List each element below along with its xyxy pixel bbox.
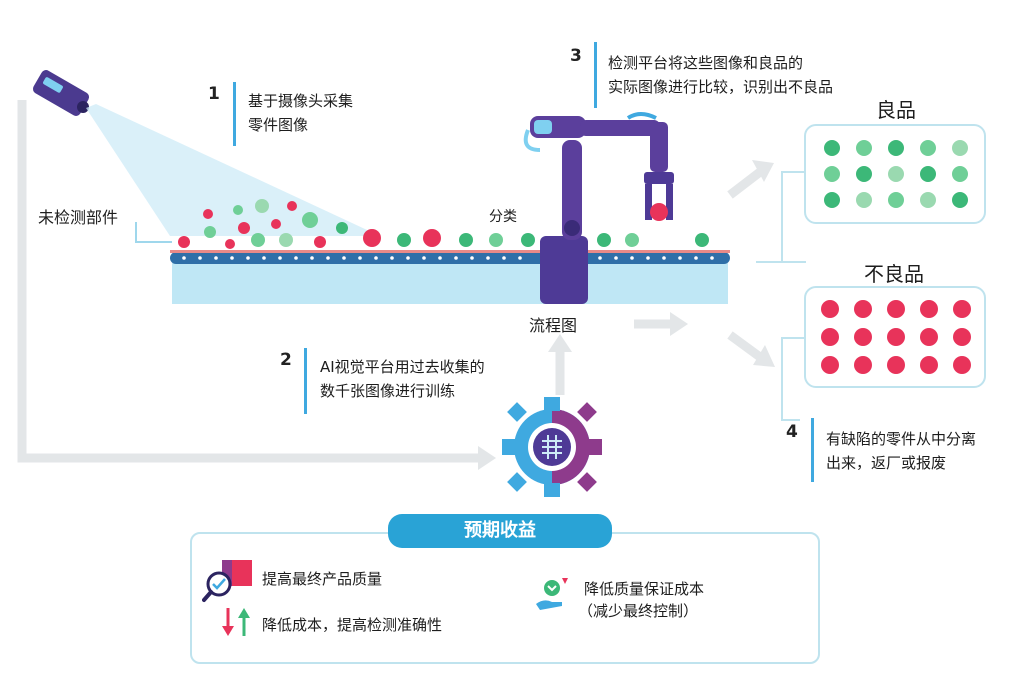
good-parts-box xyxy=(804,124,986,224)
step-2-number: 2 xyxy=(280,350,292,370)
good-part xyxy=(888,192,904,208)
defective-part xyxy=(821,356,839,374)
ai-gear-icon xyxy=(502,397,602,497)
step-3-bar xyxy=(594,42,597,108)
defective-part xyxy=(920,300,938,318)
benefit-qa-cost-text-line1: 降低质量保证成本 xyxy=(584,580,705,598)
step-4-text-line2: 出来，返厂或报废 xyxy=(826,454,947,472)
good-part xyxy=(856,192,872,208)
uninspected-parts xyxy=(178,199,709,249)
uninspected-parts-label: 未检测部件 xyxy=(38,208,119,227)
defective-part xyxy=(887,328,905,346)
step-4-text-line1: 有缺陷的零件从中分离 xyxy=(826,430,977,448)
feedback-arrow xyxy=(478,446,496,470)
defective-part xyxy=(920,328,938,346)
good-part xyxy=(952,166,968,182)
defective-part xyxy=(854,356,872,374)
good-part xyxy=(952,192,968,208)
step-1-text-line1: 基于摄像头采集 xyxy=(248,92,354,110)
good-part xyxy=(920,192,936,208)
flowchart-label: 流程图 xyxy=(529,316,578,335)
step-2-text-line1: AI视觉平台用过去收集的 xyxy=(320,358,485,376)
defective-part xyxy=(953,356,971,374)
robot-arm-icon xyxy=(523,112,674,304)
step-1-bar xyxy=(233,82,236,146)
good-part xyxy=(952,140,968,156)
defective-parts-box xyxy=(804,286,986,388)
quality-magnifier-icon xyxy=(202,560,252,602)
defective-part xyxy=(854,300,872,318)
defective-part xyxy=(821,300,839,318)
camera-icon xyxy=(32,70,90,116)
step-2-bar xyxy=(304,348,307,414)
defective-part xyxy=(887,356,905,374)
step-4-number: 4 xyxy=(786,422,798,442)
defective-part xyxy=(953,300,971,318)
benefit-quality-text: 提高最终产品质量 xyxy=(262,570,383,588)
good-part xyxy=(856,140,872,156)
step-1-number: 1 xyxy=(208,84,220,104)
benefits-title: 预期收益 xyxy=(388,514,612,548)
step-3-text-line1: 检测平台将这些图像和良品的 xyxy=(608,54,804,72)
benefit-qa-cost-text-line2: （减少最终控制） xyxy=(578,602,699,620)
defective-part xyxy=(854,328,872,346)
camera-beam xyxy=(86,104,380,236)
defective-part xyxy=(821,328,839,346)
benefits-panel xyxy=(190,532,820,664)
step-3-number: 3 xyxy=(570,46,582,66)
good-part xyxy=(824,166,840,182)
good-part xyxy=(824,192,840,208)
good-part xyxy=(824,140,840,156)
step-2-text-line2: 数千张图像进行训练 xyxy=(320,382,456,400)
qa-cost-icon xyxy=(536,578,568,610)
good-part xyxy=(920,166,936,182)
feedback-line xyxy=(17,100,480,463)
cost-down-accuracy-up-icon xyxy=(222,608,250,636)
conveyor-belt xyxy=(172,262,728,304)
sort-label: 分类 xyxy=(489,209,517,225)
defective-part xyxy=(887,300,905,318)
step-3-text-line2: 实际图像进行比较，识别出不良品 xyxy=(608,78,834,96)
step-4-bar xyxy=(811,418,814,482)
defective-part xyxy=(920,356,938,374)
defective-part xyxy=(953,328,971,346)
good-parts-title: 良品 xyxy=(876,98,916,122)
good-part xyxy=(856,166,872,182)
step-1-text-line2: 零件图像 xyxy=(248,116,309,134)
good-part xyxy=(920,140,936,156)
defective-parts-title: 不良品 xyxy=(864,262,924,286)
good-part xyxy=(888,140,904,156)
benefit-cost-text: 降低成本，提高检测准确性 xyxy=(262,616,443,634)
good-part xyxy=(888,166,904,182)
